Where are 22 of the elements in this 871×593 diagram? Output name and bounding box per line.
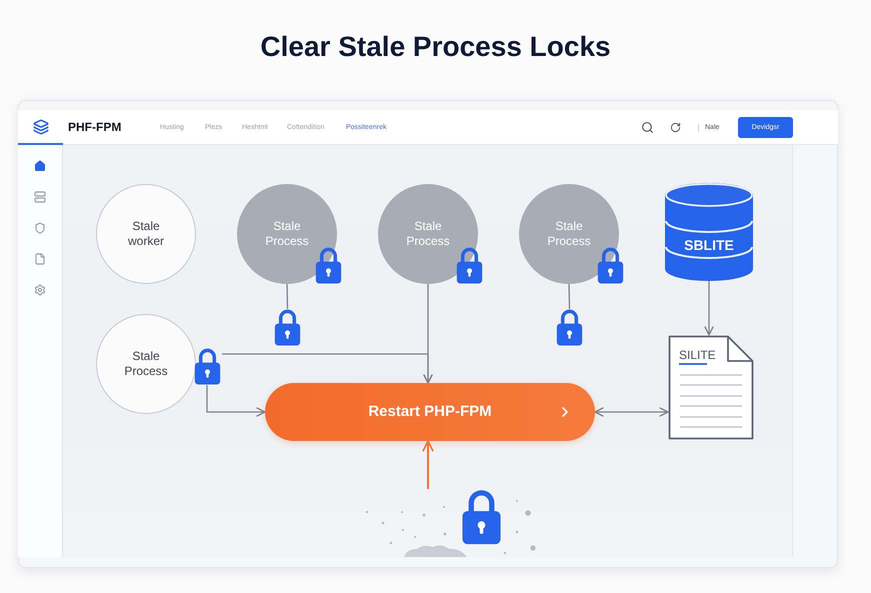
arrow [422,440,434,489]
app-title: PHF-FPM [68,120,122,135]
document-title: SILITE [679,348,716,362]
lock-icon [273,309,302,346]
double-arrow [594,407,669,417]
lock-cloud-illustration [365,489,536,557]
database-label: SBLITE [684,236,734,254]
lock-icon [555,309,584,346]
connector-line [568,284,570,310]
arrow [704,281,714,336]
node-label: Stale worker [126,219,165,249]
arrow [206,385,266,417]
node-label: Stale Process [546,219,592,249]
node-label: Stale Process [264,219,310,249]
lock-icon [193,348,222,385]
diagram-title: Clear Stale Process Locks [260,30,611,64]
arrow [222,353,433,384]
node-label: Stale Process [123,349,169,379]
action-pill [265,383,595,441]
pill-label: Restart PHP-FPM [368,403,492,421]
node-label: Stale Process [405,219,451,249]
connector-line [286,284,288,310]
